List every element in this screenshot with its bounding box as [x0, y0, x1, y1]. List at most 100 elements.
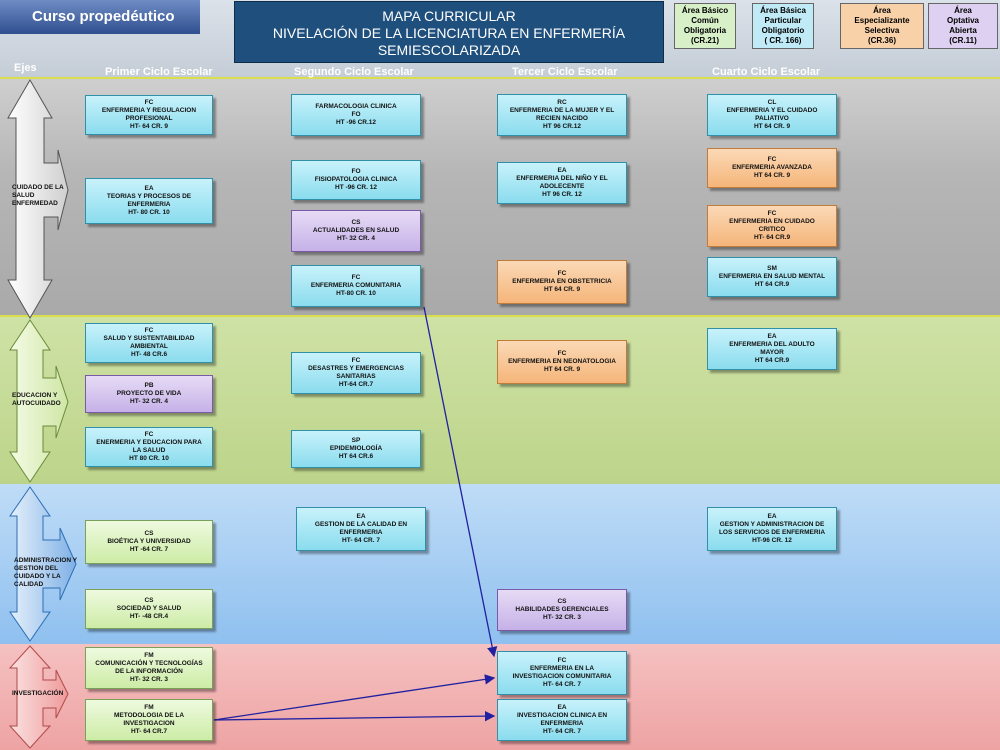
- course-box-line: DE LA INFORMACIÓN: [115, 668, 183, 675]
- course-box-line: MAYOR: [760, 349, 784, 356]
- axis-arrow-shape: [9, 319, 69, 483]
- legend-line: Obligatoria: [683, 26, 727, 35]
- course-box-line: HT -96 CR. 12: [335, 184, 377, 191]
- course-box-line: HT- 32 CR. 3: [543, 614, 581, 621]
- course-box-line: ACTUALIDADES EN SALUD: [312, 227, 400, 234]
- course-box-line: FC: [767, 156, 777, 163]
- axis-label-line: CUIDADO DE LA: [12, 184, 64, 191]
- axis-label-line: CALIDAD: [14, 581, 44, 588]
- course-box-line: GESTION Y ADMINISTRACION DE: [719, 521, 825, 528]
- legend-line: Área Básico: [681, 6, 729, 15]
- title-line: MAPA CURRICULAR: [382, 8, 516, 24]
- axis-label-line: ENFERMEDAD: [12, 200, 58, 207]
- course-box-line: EA: [767, 333, 777, 340]
- course-box-line: ADOLECENTE: [539, 183, 585, 190]
- course-box-line: DESASTRES Y EMERGENCIAS: [308, 365, 404, 372]
- course-box-line: FO: [351, 168, 361, 175]
- course-box-line: ENFERMERIA EN OBSTETRICIA: [512, 278, 612, 285]
- course-box-line: HT 64 CR. 9: [753, 172, 791, 179]
- course-box-line: ENERMERIA Y EDUCACION PARA: [96, 439, 202, 446]
- course-box-line: HT-96 CR. 12: [752, 537, 792, 544]
- course-box-line: ENFERMERIA: [540, 720, 584, 727]
- axis-label-line: GESTION DEL: [14, 565, 59, 572]
- course-box-line: HT- 64 CR. 7: [543, 728, 581, 735]
- course-box-line: LOS SERVICIOS DE ENFERMERIA: [718, 529, 826, 536]
- cycle-2-heading: Segundo Ciclo Escolar: [294, 66, 414, 78]
- legend-line: Área Básica: [760, 6, 806, 15]
- axis-arrow-shape: [9, 486, 77, 642]
- course-box-line: HT- 80 CR. 10: [128, 209, 170, 216]
- axis-label-line: SALUD: [12, 192, 35, 199]
- course-box-line: FC: [557, 270, 567, 277]
- title-line: NIVELACIÓN DE LA LICENCIATURA EN ENFERME…: [272, 25, 626, 41]
- course-box-line: FC: [351, 357, 361, 364]
- course-box-line: HT 96 CR. 12: [542, 191, 582, 198]
- legend-line: (CR.21): [690, 36, 719, 45]
- legend-line: (CR.11): [949, 36, 977, 45]
- axis-arrow-shape: [8, 645, 69, 749]
- course-box-line: COMUNICACIÓN Y TECNOLOGÍAS: [95, 660, 203, 667]
- course-box-line: HT- 64 CR. 7: [543, 681, 581, 688]
- axis-label-line: INVESTIGACIÓN: [12, 690, 64, 697]
- connector-arrow: [213, 674, 496, 721]
- course-box-line: SANITARIAS: [336, 373, 376, 380]
- course-box-line: HT- 32 CR. 4: [130, 398, 168, 405]
- axis-label-administracion: ADMINISTRACION Y GESTION DEL CUIDADO Y L…: [14, 557, 77, 589]
- course-box-line: FC: [144, 99, 154, 106]
- title-line: SEMIESCOLARIZADA: [377, 42, 521, 58]
- legend-line: (CR.36): [867, 36, 896, 45]
- course-box-line: FC: [557, 657, 567, 664]
- legend-line: Optativa: [946, 16, 979, 25]
- course-box-line: EA: [557, 704, 567, 711]
- course-box-line: HT- -48 CR.4: [129, 613, 169, 620]
- connector-arrow: [213, 710, 496, 722]
- course-box-line: HT -64 CR. 7: [129, 546, 169, 553]
- legend-line: Área: [954, 6, 972, 15]
- divider: [0, 315, 1000, 317]
- course-box-line: ENFERMERIA Y EL CUIDADO: [726, 107, 818, 114]
- axis-label-educacion: EDUCACION Y AUTOCUIDADO: [12, 392, 61, 408]
- course-box-line: PROFESIONAL: [125, 115, 173, 122]
- legend-line: Área: [873, 6, 891, 15]
- course-box-line: ENFERMERIA DE LA MUJER Y EL: [509, 107, 615, 114]
- axes-heading: Ejes: [14, 62, 37, 74]
- legend-line: Común: [691, 16, 719, 25]
- axis-label-line: CUIDADO Y LA: [14, 573, 61, 580]
- course-box-line: ENFERMERIA DEL ADULTO: [729, 341, 815, 348]
- course-box-line: ENFERMERIA EN NEONATOLOGIA: [508, 358, 616, 365]
- course-box-line: FC: [144, 431, 154, 438]
- course-box-line: CS: [144, 597, 154, 604]
- course-box-line: SALUD Y SUSTENTABILIDAD: [103, 335, 195, 342]
- legend-especializante: Área Especializante Selectiva (CR.36): [840, 3, 924, 49]
- course-box-line: EA: [356, 513, 366, 520]
- course-box-line: FC: [767, 210, 777, 217]
- course-box-line: RECIEN NACIDO: [535, 115, 588, 122]
- course-box-line: CS: [351, 219, 361, 226]
- course-box-line: FC: [144, 327, 154, 334]
- course-box-line: CL: [767, 99, 777, 106]
- course-box-line: ENFERMERIA EN SALUD MENTAL: [718, 273, 826, 280]
- course-box-line: ENFERMERIA DEL NIÑO Y EL: [516, 175, 608, 182]
- course-box-line: FISIOPATOLOGIA CLINICA: [314, 176, 398, 183]
- course-box-line: HT-64 CR.7: [338, 381, 374, 388]
- course-box-line: HT 64 CR. 9: [753, 123, 791, 130]
- axis-label-line: ADMINISTRACION Y: [14, 557, 78, 564]
- course-box-line: SP: [351, 437, 361, 444]
- course-box-line: PB: [144, 382, 154, 389]
